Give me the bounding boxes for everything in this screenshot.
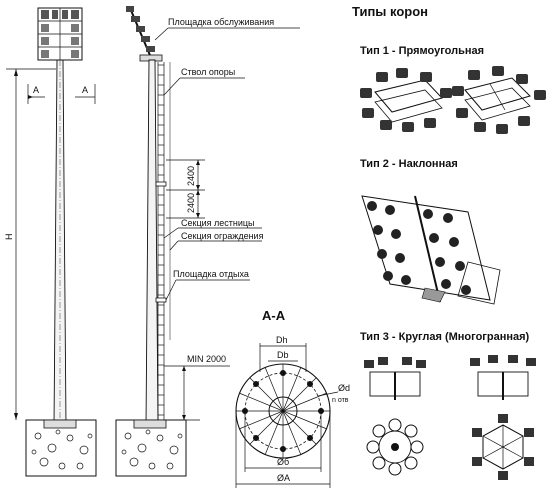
- crown-type2-title: Тип 2 - Наклонная: [360, 158, 458, 170]
- crown-type3-top-a: [366, 418, 424, 476]
- label-service-platform: Площадка обслуживания: [168, 17, 274, 27]
- dim-phi-a: ØA: [277, 473, 290, 483]
- crown-types: Типы корон Тип 1 - Прямоугольная Тип 2 -…: [352, 4, 546, 480]
- callouts: Площадка обслуживания Ствол опоры 2400 2…: [154, 17, 300, 421]
- label-guard-section: Секция ограждения: [181, 231, 264, 241]
- pole-front-view: [37, 7, 83, 426]
- pole-side-view: [126, 6, 171, 426]
- dim-phi-b: Øб: [277, 457, 289, 467]
- dim-phi-d: Ød: [338, 383, 350, 393]
- dim-a-left: A: [33, 85, 39, 95]
- label-ladder-section: Секция лестницы: [181, 218, 255, 228]
- foundation-left: [25, 419, 97, 477]
- section-aa: А-А Dh Db Ød n отв Øб ØA: [235, 308, 350, 488]
- dimension-h: H: [4, 68, 56, 420]
- label-min-2000: MIN 2000: [187, 354, 226, 364]
- crown-side: [126, 6, 163, 62]
- crown-type1-illustration-b: [452, 66, 546, 134]
- crown-type3-title: Тип 3 - Круглая (Многогранная): [360, 331, 530, 343]
- dim-db: Db: [277, 350, 289, 360]
- dim-n-holes: n отв: [332, 397, 349, 404]
- ladder: [155, 62, 171, 420]
- section-arrows: A A: [27, 84, 96, 104]
- dim-h-label: H: [4, 234, 14, 241]
- dim-dh: Dh: [276, 335, 288, 345]
- crown-type2-illustration: [361, 195, 501, 305]
- section-title: А-А: [262, 308, 286, 323]
- crown-type1-title: Тип 1 - Прямоугольная: [360, 45, 484, 57]
- crown-type1-illustration-a: [360, 68, 452, 132]
- crown-type3-side-a: [364, 357, 426, 400]
- crown-type3-side-b: [470, 355, 536, 400]
- dim-a-right: A: [82, 85, 88, 95]
- crown-type3-top-b: [472, 414, 534, 480]
- crown-types-heading: Типы корон: [352, 4, 428, 19]
- dim-2400-bottom: 2400: [186, 193, 196, 213]
- label-pole-shaft: Ствол опоры: [181, 67, 235, 77]
- dim-2400-top: 2400: [186, 166, 196, 186]
- pole-shaft-side: [145, 59, 159, 426]
- label-rest-platform: Площадка отдыха: [173, 269, 249, 279]
- foundation-middle: [115, 419, 187, 477]
